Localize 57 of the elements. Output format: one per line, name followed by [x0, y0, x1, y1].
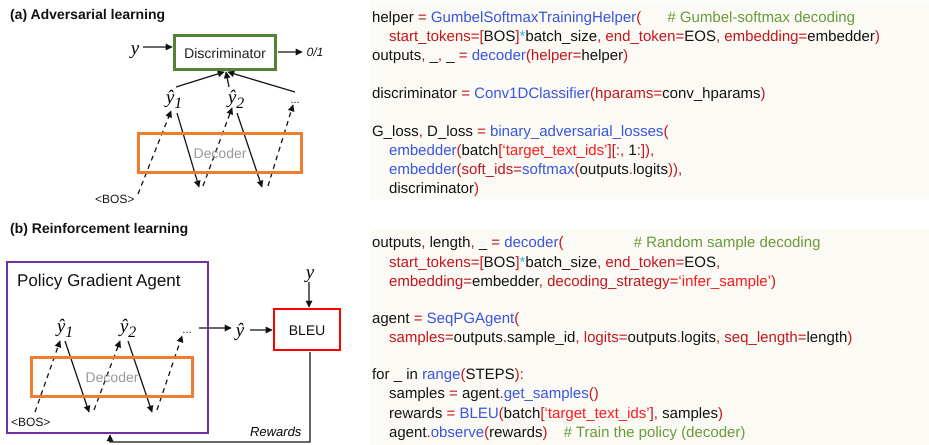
code-line: for _ in range(STEPS):	[372, 364, 525, 384]
math-symbol: ŷ$_{2}$	[224, 88, 248, 112]
code-line: samples=outputs.sample_id, logits=outputs.logits, seq_length=length)	[389, 328, 854, 348]
math-symbol: ŷ$_{2}$	[116, 316, 140, 342]
math-symbol: ŷ$_{1}$	[53, 316, 77, 342]
code-line: samples = agent.get_samples()	[389, 384, 600, 404]
math-symbol: y	[302, 262, 318, 282]
process-box: Discriminator	[173, 34, 277, 71]
edge-label: Rewards	[248, 424, 304, 439]
dashed-arrow	[156, 335, 184, 410]
process-box: Decoder	[137, 132, 303, 174]
output-label: 0/1	[303, 44, 327, 60]
arrow	[64, 340, 90, 413]
code-line: outputs, _, _ = decoder(helper=helper)	[372, 46, 630, 65]
code-line: discriminator = Conv1DClassifier(hparams=conv_hparams)	[372, 84, 767, 103]
arrow	[176, 70, 225, 88]
code-line: outputs, length, _ = decoder( # Random sample decoding	[372, 233, 822, 252]
arrow	[278, 48, 303, 56]
process-box: BLEU	[273, 308, 341, 351]
dashed-arrow	[34, 340, 62, 412]
code-line: agent = SeqPGAgent(	[372, 308, 520, 328]
arrow	[224, 71, 231, 88]
dashed-arrow	[137, 110, 172, 194]
arrow	[250, 326, 273, 334]
token-label: <BOS>	[11, 414, 50, 430]
arrow	[176, 112, 201, 188]
arrow	[227, 70, 296, 93]
arrow	[127, 340, 154, 413]
text-label: ...	[287, 94, 303, 106]
arrow	[143, 44, 173, 50]
process-box: Decoder	[30, 356, 194, 398]
code-line: embedder(batch[‘target_text_ids’][:, 1:]),	[389, 141, 656, 160]
math-symbol: ŷ$_{1}$	[162, 88, 186, 112]
code-line: rewards = BLEU(batch[‘target_text_ids’], samples)	[389, 404, 724, 423]
arrow	[106, 352, 311, 443]
code-line: embedding=embedder, decoding_strategy=‘infer_sample’)	[389, 272, 777, 292]
arrow	[306, 282, 312, 308]
arrow	[236, 112, 264, 188]
math-symbol: ŷ	[232, 318, 248, 342]
code-line: agent.observe(rewards) # Train the policy (decoder)	[389, 423, 746, 442]
dashed-arrow	[267, 104, 294, 186]
token-label: <BOS>	[95, 191, 134, 207]
code-line: start_tokens=[BOS]*batch_size, end_token=EOS, embedding=embedder)	[389, 27, 881, 46]
panel-title: (a) Adversarial learning	[10, 6, 166, 22]
text-label: ...	[179, 324, 195, 336]
group-heading: Policy Gradient Agent	[17, 271, 180, 291]
code-line: helper = GumbelSoftmaxTrainingHelper( # Gumbel-softmax decoding	[372, 8, 856, 27]
panel-title: (b) Reinforcement learning	[10, 220, 188, 236]
code-line: embedder(soft_ids=softmax(outputs.logits)),	[389, 160, 684, 179]
code-line: discriminator)	[389, 179, 480, 198]
code-line: start_tokens=[BOS]*batch_size, end_token=EOS,	[389, 252, 722, 272]
arrow	[199, 324, 232, 332]
dashed-arrow	[93, 340, 122, 410]
dashed-arrow	[202, 107, 234, 186]
group-box	[6, 261, 209, 434]
code-line: G_loss, D_loss = binary_adversarial_losses(	[372, 122, 670, 141]
math-symbol: y	[128, 38, 142, 58]
